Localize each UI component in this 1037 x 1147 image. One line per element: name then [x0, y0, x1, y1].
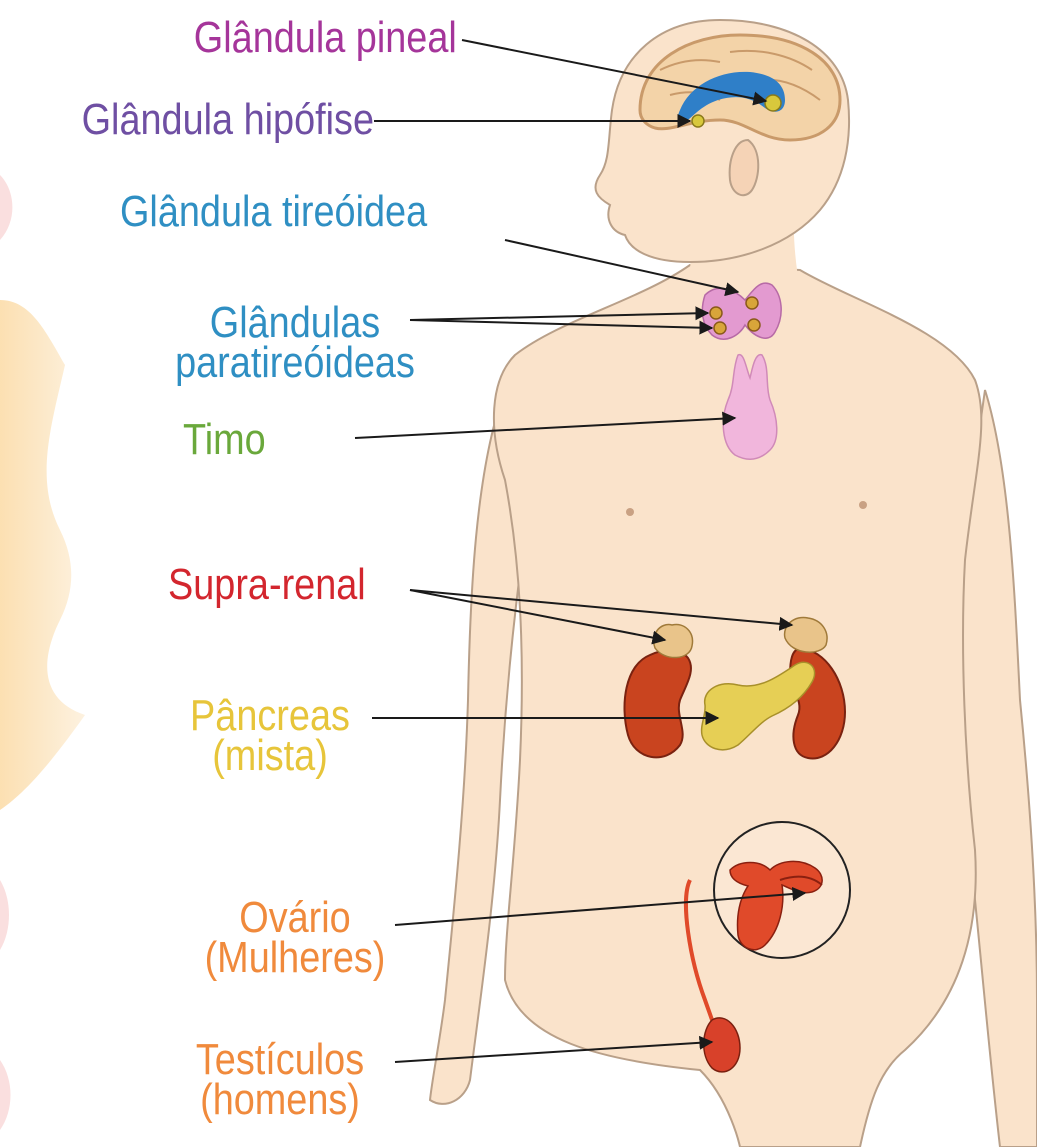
left-adrenal-shape — [654, 624, 693, 657]
nipple-left — [626, 508, 634, 516]
label-testiculos-line1: Testículos — [181, 1040, 379, 1080]
label-paratireoideas-line1: Glândulas — [157, 303, 432, 343]
parathyroid-3 — [746, 297, 758, 309]
label-hipofise-text: Glândula hipófise — [82, 100, 374, 140]
nipple-right — [859, 501, 867, 509]
label-testiculos: Testículos (homens) — [181, 1040, 379, 1120]
label-pineal-text: Glândula pineal — [194, 18, 457, 58]
human-body — [430, 20, 1037, 1147]
label-suprarenal-text: Supra-renal — [168, 565, 366, 605]
label-tireoidea-text: Glândula tireóidea — [120, 192, 427, 232]
label-suprarenal: Supra-renal — [168, 565, 366, 605]
label-ovario-line1: Ovário — [196, 898, 394, 938]
parathyroid-4 — [748, 319, 760, 331]
label-ovario: Ovário (Mulheres) — [196, 898, 394, 978]
label-timo: Timo — [183, 420, 266, 460]
ovary-inset — [714, 822, 850, 958]
parathyroid-1 — [710, 307, 722, 319]
label-tireoidea: Glândula tireóidea — [120, 192, 427, 232]
pineal-gland-shape — [765, 95, 781, 111]
label-pancreas-line1: Pâncreas — [175, 696, 364, 736]
parathyroid-2 — [714, 322, 726, 334]
label-hipofise: Glândula hipófise — [82, 100, 374, 140]
left-decorative-panel — [0, 300, 85, 810]
label-testiculos-line2: (homens) — [181, 1080, 379, 1120]
label-pancreas: Pâncreas (mista) — [175, 696, 364, 776]
label-paratireoideas: Glândulas paratireóideas — [157, 303, 432, 383]
label-ovario-line2: (Mulheres) — [196, 938, 394, 978]
label-pineal: Glândula pineal — [194, 18, 457, 58]
label-pancreas-line2: (mista) — [175, 736, 364, 776]
label-paratireoideas-line2: paratireóideas — [157, 343, 432, 383]
pituitary-gland-shape — [692, 115, 704, 127]
label-timo-text: Timo — [183, 420, 266, 460]
